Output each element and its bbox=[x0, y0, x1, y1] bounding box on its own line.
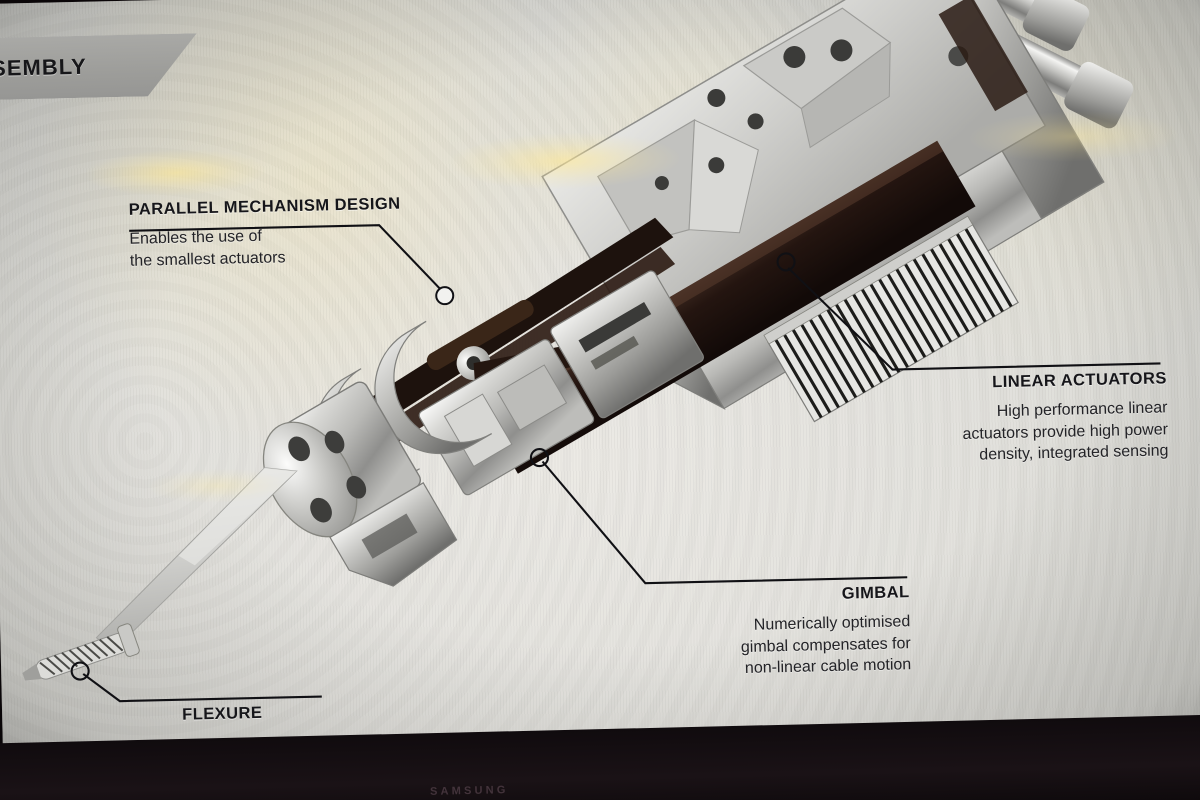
callout-linear-actuators[interactable]: LINEAR ACTUATORS High performance linear… bbox=[961, 369, 1169, 466]
mechanism-illustration bbox=[22, 0, 1134, 681]
callout-title: FLEXURE bbox=[181, 703, 263, 724]
monitor-screen: SSEMBLY PARALLEL MECHANISM DESIGN Enable bbox=[0, 0, 1200, 764]
callout-flexure[interactable]: FLEXURE bbox=[182, 704, 263, 725]
mid-mechanism-blocks bbox=[418, 270, 704, 496]
callout-body: Numerically optimised gimbal compensates… bbox=[740, 613, 912, 678]
gimbal-assembly bbox=[262, 320, 493, 587]
slide-title: SSEMBLY bbox=[0, 53, 88, 82]
actuator-rod-upper bbox=[885, 0, 1090, 51]
callout-title: LINEAR ACTUATORS bbox=[991, 369, 1168, 392]
callout-body: Enables the use of the smallest actuator… bbox=[129, 227, 286, 270]
callout-gimbal[interactable]: GIMBAL Numerically optimised gimbal comp… bbox=[740, 583, 912, 680]
callout-body: High performance linear actuators provid… bbox=[962, 399, 1169, 464]
flexure-tip bbox=[22, 623, 140, 681]
cable-shaft bbox=[95, 467, 298, 652]
callout-title: GIMBAL bbox=[841, 583, 910, 603]
monitor-brand-logo: SAMSUNG bbox=[429, 784, 509, 798]
callout-parallel-mechanism-design[interactable]: PARALLEL MECHANISM DESIGN Enables the us… bbox=[129, 195, 402, 272]
